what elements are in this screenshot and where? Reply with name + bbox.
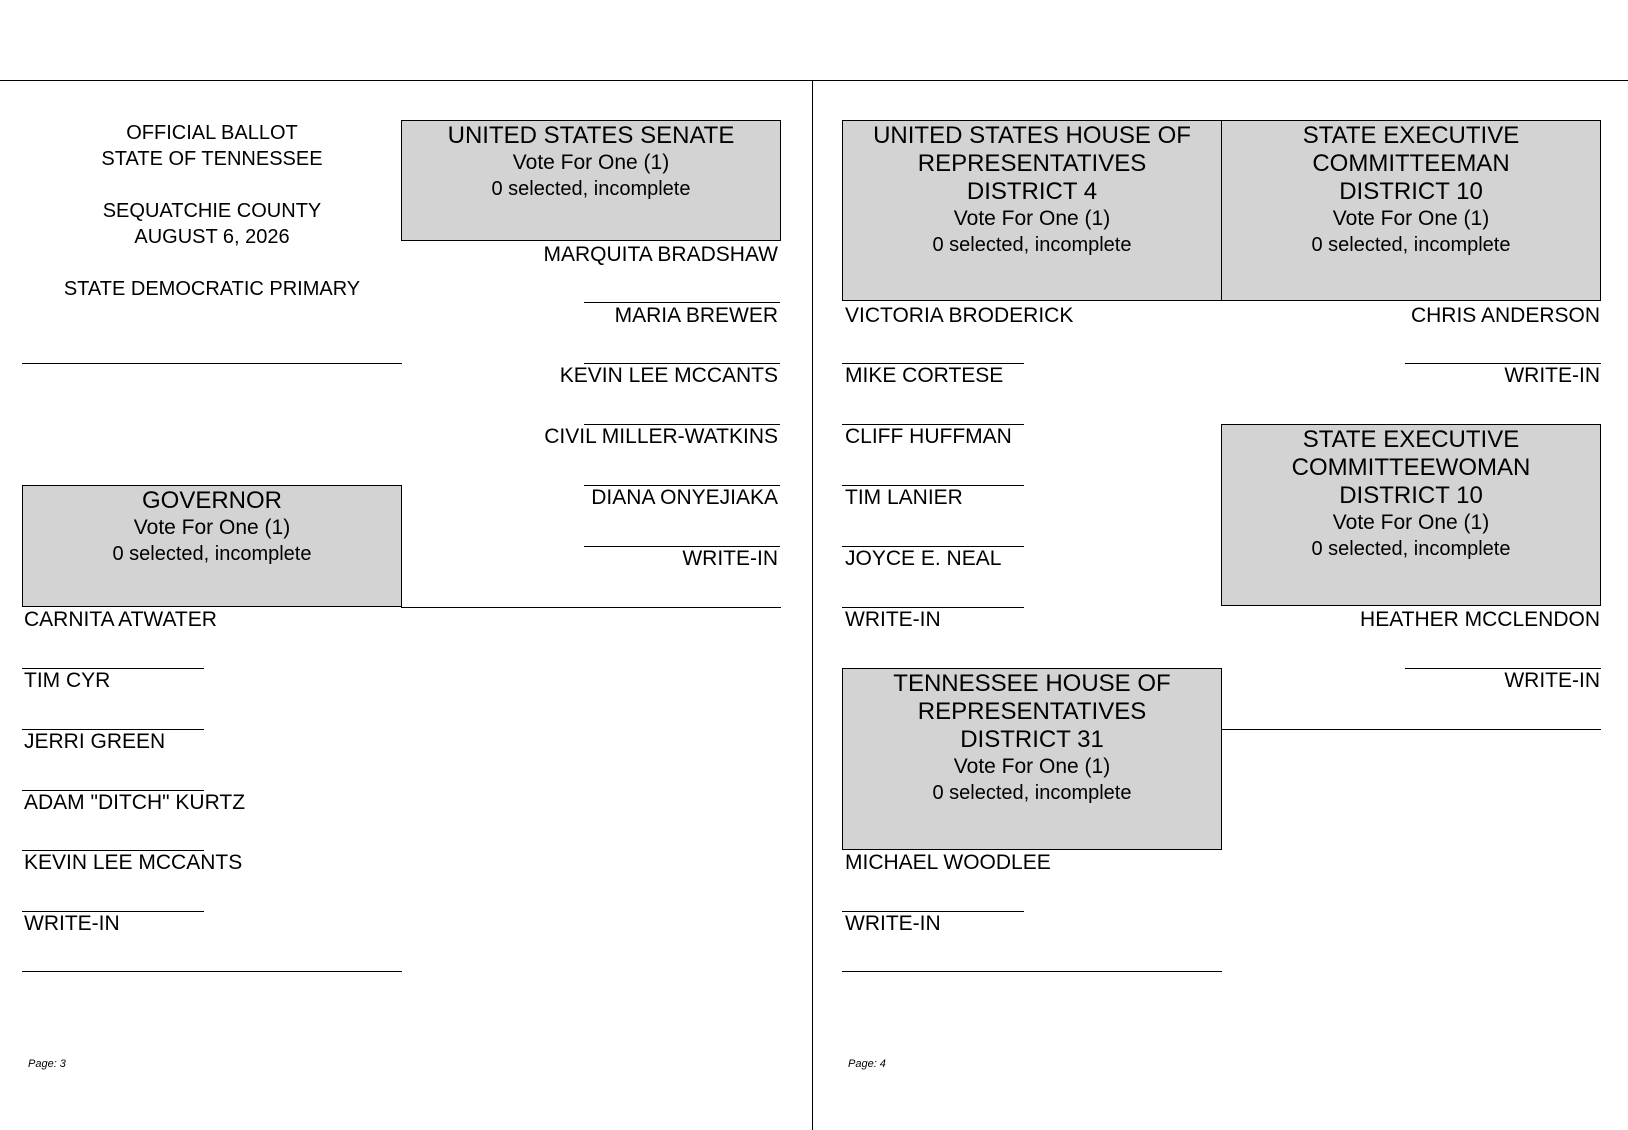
- separator: [842, 911, 1024, 912]
- candidate-write-in[interactable]: WRITE-IN: [1504, 669, 1600, 692]
- candidate-write-in[interactable]: WRITE-IN: [845, 912, 941, 935]
- selection-status: 0 selected, incomplete: [491, 178, 691, 200]
- contest-title-line1: UNITED STATES HOUSE OF: [873, 122, 1191, 149]
- contest-end-rule: [401, 607, 781, 608]
- contest-title-line3: DISTRICT 10: [1339, 178, 1483, 205]
- candidate-option[interactable]: ADAM "DITCH" KURTZ: [24, 791, 246, 814]
- separator: [22, 911, 204, 912]
- separator: [842, 363, 1024, 364]
- separator: [22, 729, 204, 730]
- candidate-option[interactable]: CHRIS ANDERSON: [1410, 304, 1600, 327]
- contest-title-line3: DISTRICT 10: [1339, 482, 1483, 509]
- separator: [584, 424, 780, 425]
- separator: [1405, 363, 1601, 364]
- separator: [22, 668, 204, 669]
- contest-title-line2: COMMITTEEWOMAN: [1291, 454, 1531, 481]
- header-official-ballot: OFFICIAL BALLOT: [126, 122, 298, 144]
- candidate-option[interactable]: VICTORIA BRODERICK: [845, 304, 1074, 327]
- separator: [842, 607, 1024, 608]
- candidate-write-in[interactable]: WRITE-IN: [845, 608, 941, 631]
- candidate-option[interactable]: CLIFF HUFFMAN: [845, 425, 1012, 448]
- contest-end-rule: [22, 971, 402, 972]
- page-number: Page: 3: [28, 1058, 66, 1070]
- contest-title-line2: REPRESENTATIVES: [917, 698, 1147, 725]
- contest-title-line2: COMMITTEEMAN: [1312, 150, 1510, 177]
- contest-header-us-house: UNITED STATES HOUSE OF REPRESENTATIVES D…: [842, 120, 1222, 301]
- header-election: STATE DEMOCRATIC PRIMARY: [63, 278, 361, 300]
- contest-header-committeewoman: STATE EXECUTIVE COMMITTEEWOMAN DISTRICT …: [1221, 424, 1601, 606]
- candidate-option[interactable]: TIM CYR: [24, 669, 111, 692]
- candidate-option[interactable]: KEVIN LEE MCCANTS: [559, 364, 778, 387]
- contest-header-governor: GOVERNOR Vote For One (1) 0 selected, in…: [22, 485, 402, 607]
- header-county: SEQUATCHIE COUNTY: [102, 200, 322, 222]
- header-divider: [22, 363, 402, 364]
- candidate-option[interactable]: JOYCE E. NEAL: [845, 547, 1002, 570]
- header-date: AUGUST 6, 2026: [134, 226, 290, 248]
- vote-for: Vote For One (1): [133, 516, 291, 539]
- separator: [842, 546, 1024, 547]
- selection-status: 0 selected, incomplete: [932, 782, 1132, 804]
- vote-for: Vote For One (1): [953, 755, 1111, 778]
- selection-status: 0 selected, incomplete: [1311, 538, 1511, 560]
- contest-header-senate: UNITED STATES SENATE Vote For One (1) 0 …: [401, 120, 781, 241]
- candidate-option[interactable]: MICHAEL WOODLEE: [845, 851, 1051, 874]
- contest-title-line3: DISTRICT 4: [966, 178, 1098, 205]
- contest-title-line1: TENNESSEE HOUSE OF: [893, 670, 1171, 697]
- contest-header-tn-house: TENNESSEE HOUSE OF REPRESENTATIVES DISTR…: [842, 668, 1222, 850]
- vote-for: Vote For One (1): [1332, 207, 1490, 230]
- separator: [584, 302, 780, 303]
- candidate-write-in[interactable]: WRITE-IN: [1504, 364, 1600, 387]
- selection-status: 0 selected, incomplete: [1311, 234, 1511, 256]
- candidate-option[interactable]: KEVIN LEE MCCANTS: [24, 851, 243, 874]
- separator: [584, 546, 780, 547]
- candidate-option[interactable]: MARQUITA BRADSHAW: [543, 243, 778, 266]
- separator: [842, 424, 1024, 425]
- contest-title: GOVERNOR: [141, 487, 282, 514]
- candidate-option[interactable]: MIKE CORTESE: [845, 364, 1004, 387]
- candidate-option[interactable]: CIVIL MILLER-WATKINS: [544, 425, 778, 448]
- contest-title-line3: DISTRICT 31: [960, 726, 1104, 753]
- page-number: Page: 4: [848, 1058, 886, 1070]
- contest-header-committeeman: STATE EXECUTIVE COMMITTEEMAN DISTRICT 10…: [1221, 120, 1601, 301]
- candidate-option[interactable]: CARNITA ATWATER: [24, 608, 217, 631]
- top-rule: [0, 80, 1628, 81]
- contest-title-line2: REPRESENTATIVES: [917, 150, 1147, 177]
- candidate-option[interactable]: TIM LANIER: [845, 486, 963, 509]
- selection-status: 0 selected, incomplete: [112, 543, 312, 565]
- candidate-write-in[interactable]: WRITE-IN: [682, 547, 778, 570]
- contest-title: UNITED STATES SENATE: [447, 122, 735, 149]
- separator: [584, 485, 780, 486]
- separator: [1405, 668, 1601, 669]
- contest-end-rule: [842, 971, 1222, 972]
- contest-title-line1: STATE EXECUTIVE: [1302, 426, 1520, 453]
- selection-status: 0 selected, incomplete: [932, 234, 1132, 256]
- contest-title-line1: STATE EXECUTIVE: [1302, 122, 1520, 149]
- vote-for: Vote For One (1): [1332, 511, 1490, 534]
- candidate-option[interactable]: DIANA ONYEJIAKA: [591, 486, 778, 509]
- contest-end-rule: [1221, 729, 1601, 730]
- separator: [22, 850, 204, 851]
- candidate-write-in[interactable]: WRITE-IN: [24, 912, 120, 935]
- separator: [842, 485, 1024, 486]
- vote-for: Vote For One (1): [512, 151, 670, 174]
- separator: [584, 363, 780, 364]
- header-state: STATE OF TENNESSEE: [101, 148, 323, 170]
- vote-for: Vote For One (1): [953, 207, 1111, 230]
- separator: [22, 790, 204, 791]
- candidate-option[interactable]: MARIA BREWER: [614, 304, 778, 327]
- candidate-option[interactable]: HEATHER MCCLENDON: [1360, 608, 1600, 631]
- ballot-header: OFFICIAL BALLOT STATE OF TENNESSEE SEQUA…: [22, 120, 402, 302]
- page-divider: [812, 80, 813, 1130]
- candidate-option[interactable]: JERRI GREEN: [24, 730, 166, 753]
